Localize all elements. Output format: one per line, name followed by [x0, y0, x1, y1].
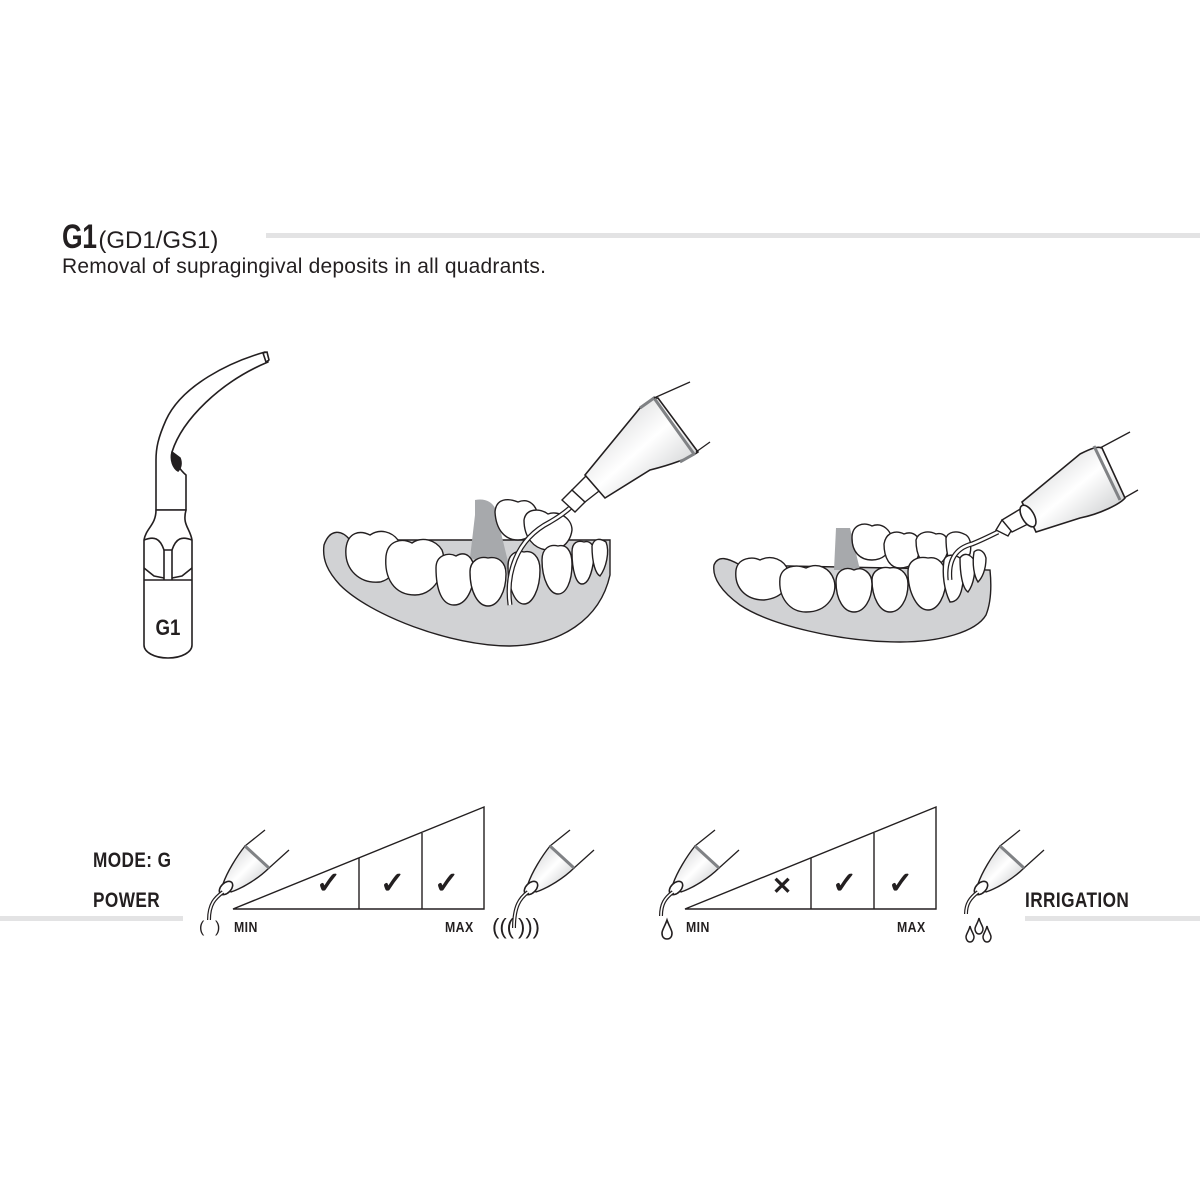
tip-engraving: G1 [156, 617, 181, 641]
irrigation-divider [1025, 916, 1200, 921]
irrigation-min-label: MIN [686, 919, 710, 936]
power-min-label: MIN [234, 919, 258, 936]
high-vibration-icon: ((( ))) [492, 829, 595, 939]
irrigation-level-1-cross-icon: ✕ [772, 873, 793, 900]
power-divider [0, 916, 183, 921]
tip-description: Removal of supragingival deposits in all… [62, 255, 547, 278]
header-divider [266, 233, 1200, 238]
mode-label: MODE: G [93, 849, 172, 872]
multiple-drops-icon [964, 829, 1045, 943]
svg-text:(: ( [199, 919, 205, 936]
low-vibration-icon: ( ) [199, 829, 290, 936]
power-label: POWER [93, 889, 161, 912]
irrigation-level-chart [684, 805, 937, 910]
scaler-on-anterior-labial-illustration [713, 431, 1139, 643]
power-level-chart [232, 805, 485, 910]
irrigation-max-label: MAX [897, 919, 926, 936]
tip-variants: (GD1/GS1) [98, 227, 219, 254]
irrigation-level-2-check-icon: ✓ [832, 867, 858, 900]
single-drop-icon [659, 829, 740, 940]
scaler-on-molar-lingual-illustration [322, 381, 711, 647]
irrigation-level-3-check-icon: ✓ [888, 867, 914, 900]
power-level-3-check-icon: ✓ [434, 867, 460, 900]
svg-text:): ) [215, 919, 220, 936]
scaler-tip-icon: G1 [143, 351, 270, 659]
power-max-label: MAX [445, 919, 474, 936]
svg-text:))): ))) [518, 914, 540, 939]
svg-text:(((: ((( [492, 914, 515, 939]
power-level-1-check-icon: ✓ [316, 867, 342, 900]
irrigation-label: IRRIGATION [1025, 889, 1130, 912]
power-level-2-check-icon: ✓ [380, 867, 406, 900]
page-title: G1 (GD1/GS1) [62, 218, 218, 257]
tip-code: G1 [62, 218, 97, 256]
